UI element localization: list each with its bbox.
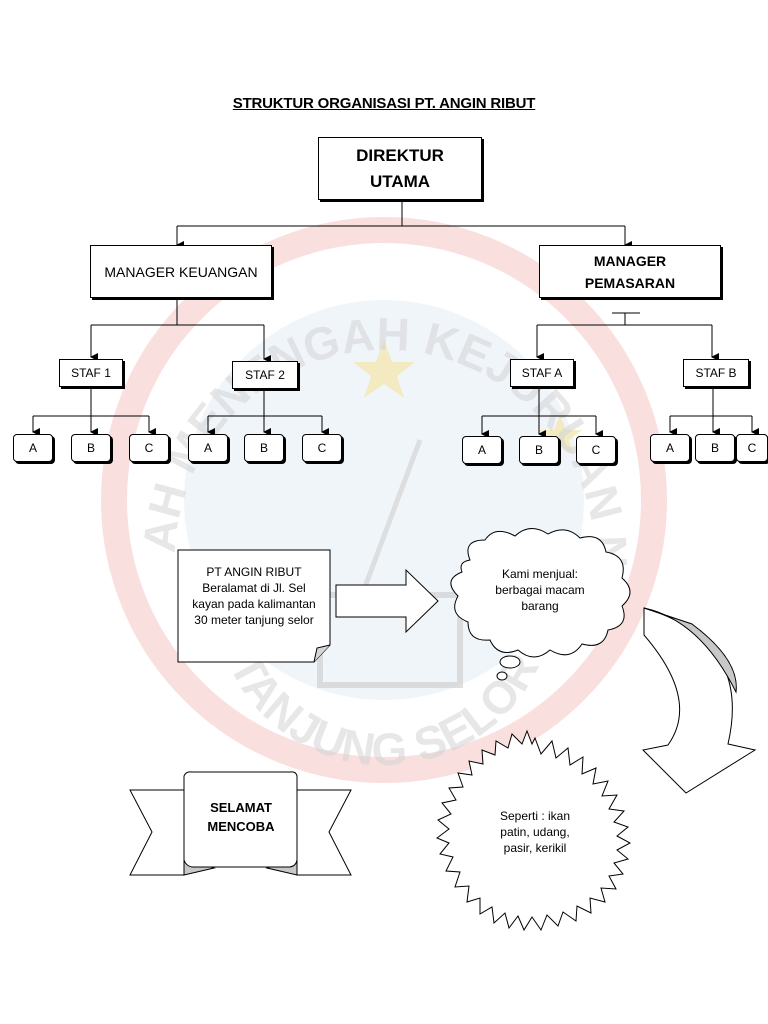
banner-line1: SELAMAT — [210, 800, 272, 815]
note-line2: Beralamat di Jl. Sel — [202, 581, 306, 595]
staf-a-leaf-a: A — [462, 436, 502, 464]
staf-2-leaf-c: C — [302, 434, 342, 462]
director-line2: UTAMA — [369, 171, 431, 191]
starburst-shape — [436, 729, 632, 932]
staf-1-box: STAF 1 — [59, 359, 123, 387]
staf-2-box: STAF 2 — [232, 361, 298, 389]
page-title: STRUKTUR ORGANISASI PT. ANGIN RIBUT — [232, 95, 536, 112]
banner-ribbon-right — [296, 789, 352, 876]
staf-2-leaf-a: A — [188, 434, 228, 462]
manager-pemasaran-box: MANAGER PEMASARAN — [539, 245, 721, 298]
staf-a-label: STAF A — [521, 366, 563, 380]
staf-a-leaf-b: B — [519, 436, 559, 464]
staf-1-leaf-b: B — [71, 434, 111, 462]
burst-line1: Seperti : ikan — [499, 809, 571, 823]
manager-pemasaran-line1: MANAGER — [593, 252, 667, 269]
banner-ribbon-left — [129, 789, 185, 876]
banner-line2: MENCOBA — [207, 819, 275, 834]
note-line4: 30 meter tanjung selor — [194, 613, 314, 627]
staf-2-label: STAF 2 — [245, 368, 285, 382]
staf-b-box: STAF B — [683, 359, 749, 387]
banner-text: SELAMAT MENCOBA — [185, 798, 297, 836]
manager-keuangan-box: MANAGER KEUANGAN — [90, 245, 272, 298]
block-arrow-shape — [335, 568, 439, 634]
staf-a-leaf-c: C — [576, 436, 616, 464]
staf-b-leaf-a: A — [650, 434, 690, 462]
director-box: DIREKTUR UTAMA — [318, 137, 482, 200]
burst-line3: pasir, kerikil — [503, 841, 567, 855]
staf-b-label: STAF B — [695, 366, 737, 380]
cloud-text: Kami menjual: berbagai macam barang — [470, 566, 610, 614]
staf-1-leaf-a: A — [13, 434, 53, 462]
staf-b-leaf-b: B — [695, 434, 735, 462]
manager-pemasaran-line2: PEMASARAN — [584, 274, 676, 291]
staf-a-box: STAF A — [510, 359, 574, 387]
note-line1: PT ANGIN RIBUT — [206, 565, 302, 579]
staf-1-label: STAF 1 — [71, 366, 111, 380]
banner-center — [183, 771, 298, 868]
cloud-line2: berbagai macam — [495, 583, 585, 597]
note-text: PT ANGIN RIBUT Beralamat di Jl. Sel kaya… — [178, 564, 330, 628]
burst-line2: patin, udang, — [500, 825, 570, 839]
cloud-line1: Kami menjual: — [501, 567, 579, 581]
staf-b-leaf-c: C — [736, 434, 768, 462]
cloud-line3: barang — [521, 599, 559, 613]
director-line1: DIREKTUR — [356, 145, 444, 165]
burst-text: Seperti : ikan patin, udang, pasir, keri… — [470, 808, 600, 856]
note-line3: kayan pada kalimantan — [192, 597, 316, 611]
staf-2-leaf-b: B — [244, 434, 284, 462]
manager-keuangan-label: MANAGER KEUANGAN — [104, 263, 258, 280]
thought-cloud-shape — [450, 528, 631, 658]
staf-1-leaf-c: C — [129, 434, 169, 462]
